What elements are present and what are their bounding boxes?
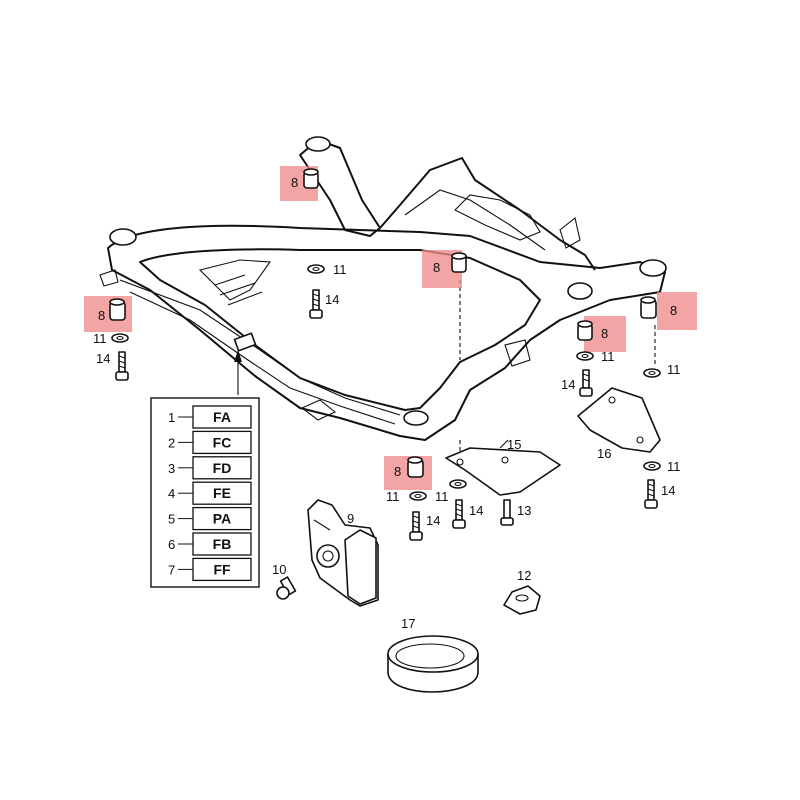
legend-row: 5 PA [168,506,252,531]
legend-code-box [192,506,252,531]
bolt-label: 14 [469,503,483,518]
washer-right-inner[interactable]: 11 [576,349,615,364]
legend-code: PA [213,511,231,527]
legend-row-number: 5 [168,512,175,527]
bushing-label: 8 [670,303,677,318]
bolt-small-label: 13 [517,503,531,518]
bolt-label: 14 [561,377,575,392]
bushing-label: 8 [98,308,105,323]
bushing-rear-left[interactable]: 8 [280,166,319,201]
bushing-highlight [657,292,697,330]
plug-label: 17 [401,616,415,631]
screw[interactable]: 10 [272,562,297,600]
legend-row: 1 FA [168,405,252,429]
legend-code: FC [213,434,232,450]
bushing-label: 8 [291,175,298,190]
bushing-front-left[interactable]: 8 [84,296,132,332]
bushing-center[interactable]: 8 [422,250,467,288]
washer-label: 11 [93,331,107,346]
bracket-left[interactable]: 15 [445,437,561,496]
washer-bracket-left[interactable]: 11 [435,479,467,504]
legend-code: FB [213,536,232,552]
washer-label: 11 [667,459,681,474]
legend-row-number: 1 [168,410,175,425]
bolt-bracket-left[interactable]: 14 [452,499,483,529]
mount-label: 9 [347,511,354,526]
legend-row-number: 4 [168,486,175,501]
clip[interactable]: 12 [503,568,541,615]
washer-label: 11 [601,349,615,364]
washer-bracket-right[interactable]: 11 [643,459,681,474]
legend-row-number: 2 [168,435,175,450]
legend-code: FD [213,460,232,476]
legend-code-box [192,430,252,455]
legend-code-box [192,456,252,480]
washer-label: 11 [667,362,681,377]
legend-code-box [192,532,252,556]
bushing-label: 8 [601,326,608,341]
bushing-front-center[interactable]: 8 [384,456,432,490]
washer-label: 11 [386,489,400,504]
bushing-label: 8 [433,260,440,275]
bolt-front-left[interactable]: 14 [96,351,129,381]
washer-label: 11 [435,489,449,504]
bolt-label: 14 [426,513,440,528]
legend-code-box [192,557,252,582]
bolt-label: 14 [96,351,110,366]
legend-row-number: 6 [168,537,175,552]
bolt-group: 14 14 14 14 14 14 [96,289,675,541]
bolt-bracket-right[interactable]: 14 [644,479,675,509]
bracket-right-label: 16 [597,446,611,461]
legend-code: FE [213,485,231,501]
legend-row: 4 FE [168,481,252,505]
plug[interactable]: 17 [387,616,479,693]
legend-row: 7 FF [168,557,252,582]
bracket-left-label: 15 [507,437,521,452]
bolt-label: 14 [325,292,339,307]
bushing-label: 8 [394,464,401,479]
legend-row: 3 FD [168,456,252,480]
legend-row-number: 7 [168,562,175,577]
bolt-front-center[interactable]: 14 [409,511,440,541]
clip-label: 12 [517,568,531,583]
bolt-label: 14 [661,483,675,498]
legend-code-box [192,405,252,429]
bushing-right-inner[interactable]: 8 [577,316,626,352]
washer-right-outer[interactable]: 11 [643,362,681,378]
legend-row: 2 FC [168,430,252,455]
washer-front-left[interactable]: 11 [93,331,129,346]
bushing-right-outer[interactable]: 8 [640,292,697,330]
variant-legend: 1 FA 2 FC 3 FD 4 FE 5 PA 6 FB 7 FF [150,397,260,588]
washer-label: 11 [333,262,347,277]
bushing-group: 8 8 8 8 8 8 [84,166,697,490]
screw-label: 10 [272,562,286,577]
bracket-right[interactable]: 16 [577,387,661,461]
legend-code-box [192,481,252,505]
washer-front-center[interactable]: 11 [386,489,427,504]
legend-code: FA [213,409,231,425]
legend-code: FF [213,561,231,577]
bolt-rear[interactable]: 14 [309,289,339,319]
bolt-small[interactable]: 13 [500,499,531,526]
legend-row-number: 3 [168,461,175,476]
washer-group: 11 11 11 11 11 11 11 [93,262,681,504]
bolt-right-inner[interactable]: 14 [561,369,593,397]
washer-rear[interactable]: 11 [307,262,347,277]
legend-row: 6 FB [168,532,252,556]
subframe-drawing [99,136,667,465]
engine-mount[interactable]: 9 [307,499,379,607]
